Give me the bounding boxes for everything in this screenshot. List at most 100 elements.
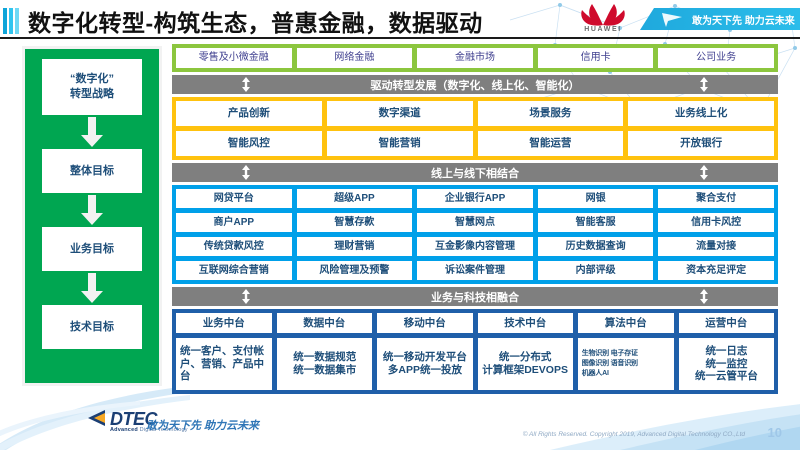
app-online-banking[interactable]: 网银	[537, 189, 654, 208]
double-arrow-icon-right-3	[700, 289, 708, 304]
strategy-column: “数字化” 转型战略 整体目标 业务目标 技术目标	[22, 46, 162, 386]
app-online-lending-platform[interactable]: 网贷平台	[176, 189, 292, 208]
app-credit-card-risk-control[interactable]: 信用卡风控	[658, 213, 774, 232]
transformation-scenario-service[interactable]: 场景服务	[477, 101, 624, 126]
app-capital-adequacy-assessment[interactable]: 资本充足评定	[658, 261, 774, 280]
dtec-wordmark: DTEC	[110, 409, 158, 429]
title-divider	[0, 37, 800, 39]
app-super-app[interactable]: 超级APP	[296, 189, 413, 208]
app-litigation-case-management[interactable]: 诉讼案件管理	[417, 261, 533, 280]
huawei-logo: HUAWEI	[572, 2, 634, 38]
online-offline-row-1: 网贷平台 超级APP 企业银行APP 网银 聚合支付	[176, 189, 774, 208]
huawei-wordmark: HUAWEI	[584, 26, 622, 33]
down-arrow-icon-2	[81, 195, 103, 225]
transformation-digital-channel[interactable]: 数字渠道	[326, 101, 473, 126]
platform-detail-technology[interactable]: 统一分布式 计算框架DEVOPS	[477, 338, 573, 390]
app-internet-integrated-marketing[interactable]: 互联网综合营销	[176, 261, 292, 280]
dtec-arrow-icon	[88, 410, 105, 426]
double-arrow-icon-right-2	[700, 165, 708, 180]
band-drive-label: 驱动转型发展（数字化、线上化、智能化）	[370, 79, 580, 92]
strategy-item-business-goal[interactable]: 业务目标	[42, 227, 142, 271]
business-lines-group: 零售及小微金融 网络金融 金融市场 信用卡 公司业务	[172, 44, 778, 72]
platform-detail-operations-l1: 统一日志	[705, 345, 748, 358]
dtec-logo: DTEC Advanced Digital Technology	[88, 409, 216, 435]
platform-detail-business-l1: 统一客户、支付帐	[180, 345, 264, 358]
platform-header-business[interactable]: 业务中台	[176, 313, 272, 333]
transformation-smart-marketing[interactable]: 智能营销	[326, 131, 473, 156]
app-smart-branch[interactable]: 智慧网点	[417, 213, 533, 232]
transformation-smart-risk-control[interactable]: 智能风控	[176, 131, 322, 156]
platform-detail-operations[interactable]: 统一日志 统一监控 统一云管平台	[678, 338, 775, 390]
business-line-internet-finance[interactable]: 网络金融	[296, 48, 413, 68]
transformation-open-banking[interactable]: 开放银行	[628, 131, 774, 156]
strategy-item-digital-transformation[interactable]: “数字化” 转型战略	[42, 59, 142, 115]
content-column: 零售及小微金融 网络金融 金融市场 信用卡 公司业务 驱动转型发展（数字化、线上…	[172, 44, 778, 394]
platform-detail-technology-l2: 计算框架DEVOPS	[482, 364, 568, 376]
app-merchant-app[interactable]: 商户APP	[176, 213, 292, 232]
double-arrow-icon-left-2	[242, 165, 250, 180]
platform-detail-data[interactable]: 统一数据规范 统一数据集市	[277, 338, 373, 390]
online-offline-row-3: 传统贷款风控 理财营销 互金影像内容管理 历史数据查询 流量对接	[176, 237, 774, 256]
dtec-tagline-rest: Digital Technology	[137, 427, 188, 433]
platform-header-mobile[interactable]: 移动中台	[377, 313, 473, 333]
platform-header-technology[interactable]: 技术中台	[477, 313, 573, 333]
strategy-item-overall-goal[interactable]: 整体目标	[42, 149, 142, 193]
huawei-flower-icon	[581, 4, 625, 26]
middle-platform-header-row: 业务中台 数据中台 移动中台 技术中台 算法中台 运营中台	[176, 313, 774, 333]
app-risk-management-warning[interactable]: 风险管理及预警	[296, 261, 413, 280]
app-traffic-integration[interactable]: 流量对接	[658, 237, 774, 256]
platform-detail-business[interactable]: 统一客户、支付帐 户、营销、产品中 台	[176, 338, 273, 390]
platform-header-data[interactable]: 数据中台	[276, 313, 372, 333]
transformation-smart-operations[interactable]: 智能运营	[477, 131, 624, 156]
platform-detail-algorithm-l1: 生物识别 电子存证	[581, 349, 638, 357]
platform-detail-algorithm-l3: 机器人AI	[581, 370, 609, 378]
platform-header-operations[interactable]: 运营中台	[678, 313, 774, 333]
platform-detail-mobile[interactable]: 统一移动开发平台 多APP统一投放	[377, 338, 473, 390]
app-wealth-marketing[interactable]: 理财营销	[296, 237, 413, 256]
app-smart-customer-service[interactable]: 智能客服	[537, 213, 654, 232]
strategy-label-line2: 转型战略	[70, 88, 114, 100]
platform-detail-business-l2: 户、营销、产品中	[180, 357, 264, 370]
strategy-item-technology-goal[interactable]: 技术目标	[42, 305, 142, 349]
platform-header-algorithm[interactable]: 算法中台	[578, 313, 674, 333]
down-arrow-icon-1	[81, 117, 103, 147]
platform-detail-operations-l3: 统一云管平台	[694, 370, 758, 383]
double-arrow-icon-right-1	[700, 77, 708, 92]
double-arrow-icon-left-3	[242, 289, 250, 304]
platform-detail-algorithm-l2: 图像识别 语音识别	[581, 359, 638, 367]
app-smart-deposit[interactable]: 智慧存款	[296, 213, 413, 232]
band-online-offline: 线上与线下相结合	[172, 163, 778, 182]
app-internal-rating[interactable]: 内部评级	[537, 261, 654, 280]
app-traditional-loan-risk-control[interactable]: 传统贷款风控	[176, 237, 292, 256]
app-aggregate-payment[interactable]: 聚合支付	[658, 189, 774, 208]
band-drive-transformation: 驱动转型发展（数字化、线上化、智能化）	[172, 75, 778, 94]
down-arrow-icon-3	[81, 273, 103, 303]
footer-slogan: 敢为天下先 助力云未来	[146, 420, 260, 432]
transformation-row-2: 智能风控 智能营销 智能运营 开放银行	[176, 131, 774, 156]
online-offline-group: 网贷平台 超级APP 企业银行APP 网银 聚合支付 商户APP 智慧存款 智慧…	[172, 185, 778, 284]
strategy-label-line1: “数字化”	[70, 73, 114, 86]
banner-shape	[640, 8, 800, 30]
business-line-corporate-banking[interactable]: 公司业务	[658, 48, 774, 68]
band-business-technology: 业务与科技相融合	[172, 287, 778, 306]
slide-header: 数字化转型-构筑生态，普惠金融，数据驱动 HUAWEI	[0, 0, 800, 40]
transformation-business-online[interactable]: 业务线上化	[628, 101, 774, 126]
business-line-retail-micro-finance[interactable]: 零售及小微金融	[176, 48, 292, 68]
title-accent-bars-icon	[3, 8, 25, 34]
banner-slogan-text: 敢为天下先 助力云未来	[692, 16, 795, 27]
app-internet-finance-image-content-mgmt[interactable]: 互金影像内容管理	[417, 237, 533, 256]
platform-detail-data-l2: 统一数据集市	[293, 364, 357, 376]
app-historical-data-query[interactable]: 历史数据查询	[537, 237, 654, 256]
platform-detail-data-l1: 统一数据规范	[293, 351, 357, 364]
double-arrow-icon-left-1	[242, 77, 250, 92]
app-corporate-banking-app[interactable]: 企业银行APP	[417, 189, 533, 208]
platform-detail-algorithm[interactable]: 生物识别 电子存证 图像识别 语音识别 机器人AI	[577, 338, 674, 390]
business-line-financial-markets[interactable]: 金融市场	[417, 48, 533, 68]
transformation-product-innovation[interactable]: 产品创新	[176, 101, 322, 126]
middle-platform-detail-row: 统一客户、支付帐 户、营销、产品中 台 统一数据规范 统一数据集市 统一移动开发…	[176, 338, 775, 390]
page-number: 10	[767, 425, 782, 440]
platform-detail-mobile-l1: 统一移动开发平台	[382, 351, 467, 364]
business-line-credit-card[interactable]: 信用卡	[537, 48, 654, 68]
platform-detail-operations-l2: 统一监控	[705, 357, 748, 370]
